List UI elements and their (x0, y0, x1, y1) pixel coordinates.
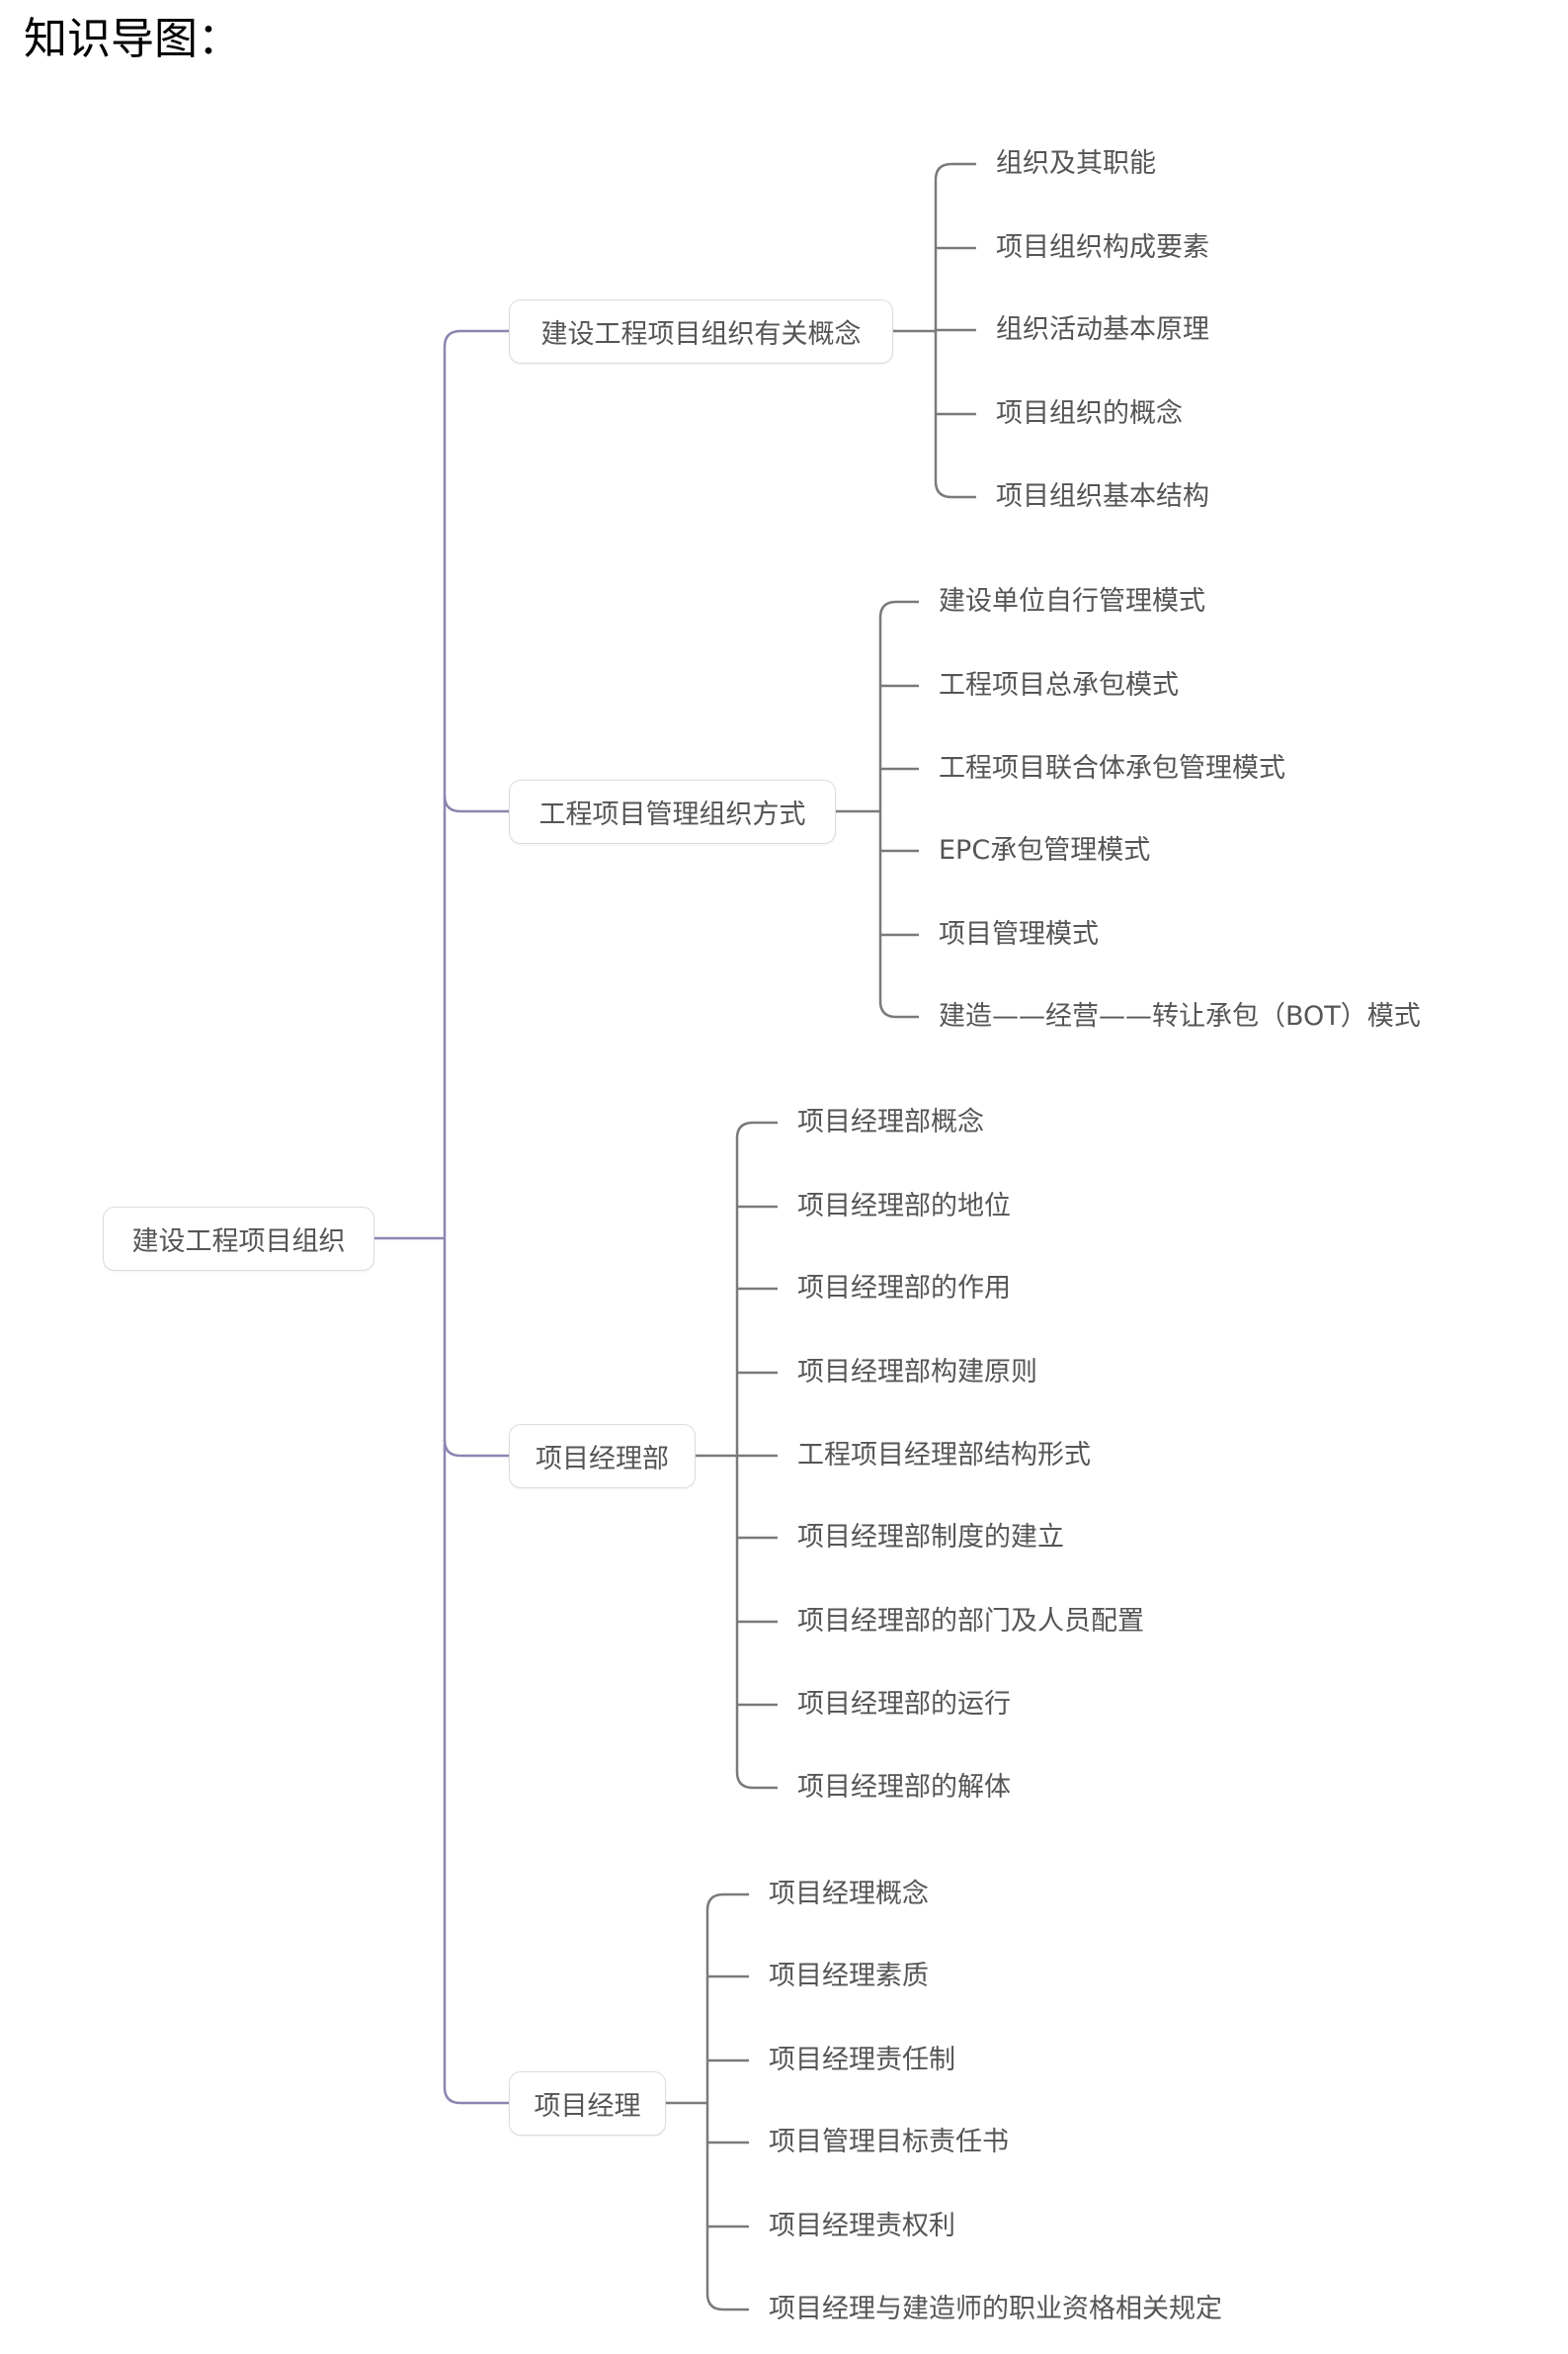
leaf-connector (934, 480, 976, 499)
branch-connector (443, 795, 509, 813)
leaf-node[interactable]: 项目组织构成要素 (996, 232, 1209, 263)
leaf-connector (878, 600, 919, 619)
page-title: 知识导图： (24, 14, 241, 64)
leaf-node[interactable]: 项目管理模式 (939, 919, 1099, 950)
leaf-node[interactable]: 项目经理部制度的建立 (797, 1522, 1064, 1553)
leaf-connector (934, 162, 976, 181)
branch-connector (443, 2086, 509, 2105)
leaf-node[interactable]: 项目组织基本结构 (996, 481, 1209, 512)
leaf-node[interactable]: 项目经理责权利 (769, 2211, 955, 2241)
leaf-node[interactable]: 项目管理目标责任书 (769, 2127, 1009, 2157)
leaf-node[interactable]: 项目经理部的部门及人员配置 (797, 1606, 1144, 1637)
leaf-node[interactable]: 工程项目总承包模式 (939, 670, 1179, 701)
branch-connector (443, 329, 509, 348)
leaf-node[interactable]: 工程项目经理部结构形式 (797, 1440, 1091, 1471)
branch-connector (443, 1439, 509, 1458)
leaf-connector (735, 1771, 778, 1790)
leaf-node[interactable]: 建造——经营——转让承包（BOT）模式 (939, 1001, 1421, 1032)
branch-node[interactable]: 建设工程项目组织有关概念 (509, 299, 893, 364)
leaf-node[interactable]: 项目经理概念 (769, 1879, 929, 1909)
leaf-node[interactable]: 项目经理部的解体 (797, 1772, 1011, 1803)
leaf-node[interactable]: 项目经理部的作用 (797, 1273, 1011, 1303)
leaf-node[interactable]: 项目经理部的运行 (797, 1689, 1011, 1720)
leaf-connector (878, 1000, 919, 1019)
leaf-node[interactable]: 项目经理部概念 (797, 1107, 984, 1137)
leaf-connector (705, 1892, 749, 1911)
leaf-connector (705, 2293, 749, 2312)
leaf-node[interactable]: 项目经理部的地位 (797, 1191, 1011, 1221)
leaf-node[interactable]: 工程项目联合体承包管理模式 (939, 753, 1285, 784)
leaf-node[interactable]: 项目经理部构建原则 (797, 1357, 1037, 1387)
branch-node[interactable]: 项目经理 (509, 2071, 666, 2136)
leaf-node[interactable]: 组织及其职能 (996, 148, 1156, 179)
root-node[interactable]: 建设工程项目组织 (103, 1207, 374, 1271)
leaf-node[interactable]: 项目经理与建造师的职业资格相关规定 (769, 2294, 1222, 2324)
leaf-connector (735, 1121, 778, 1139)
leaf-node[interactable]: 项目组织的概念 (996, 398, 1183, 429)
leaf-node[interactable]: 建设单位自行管理模式 (939, 586, 1205, 617)
branch-node[interactable]: 项目经理部 (509, 1424, 696, 1488)
branch-node[interactable]: 工程项目管理组织方式 (509, 780, 836, 844)
leaf-node[interactable]: EPC承包管理模式 (939, 835, 1151, 866)
leaf-node[interactable]: 项目经理素质 (769, 1961, 929, 1991)
leaf-node[interactable]: 组织活动基本原理 (996, 314, 1209, 345)
leaf-node[interactable]: 项目经理责任制 (769, 2045, 955, 2075)
